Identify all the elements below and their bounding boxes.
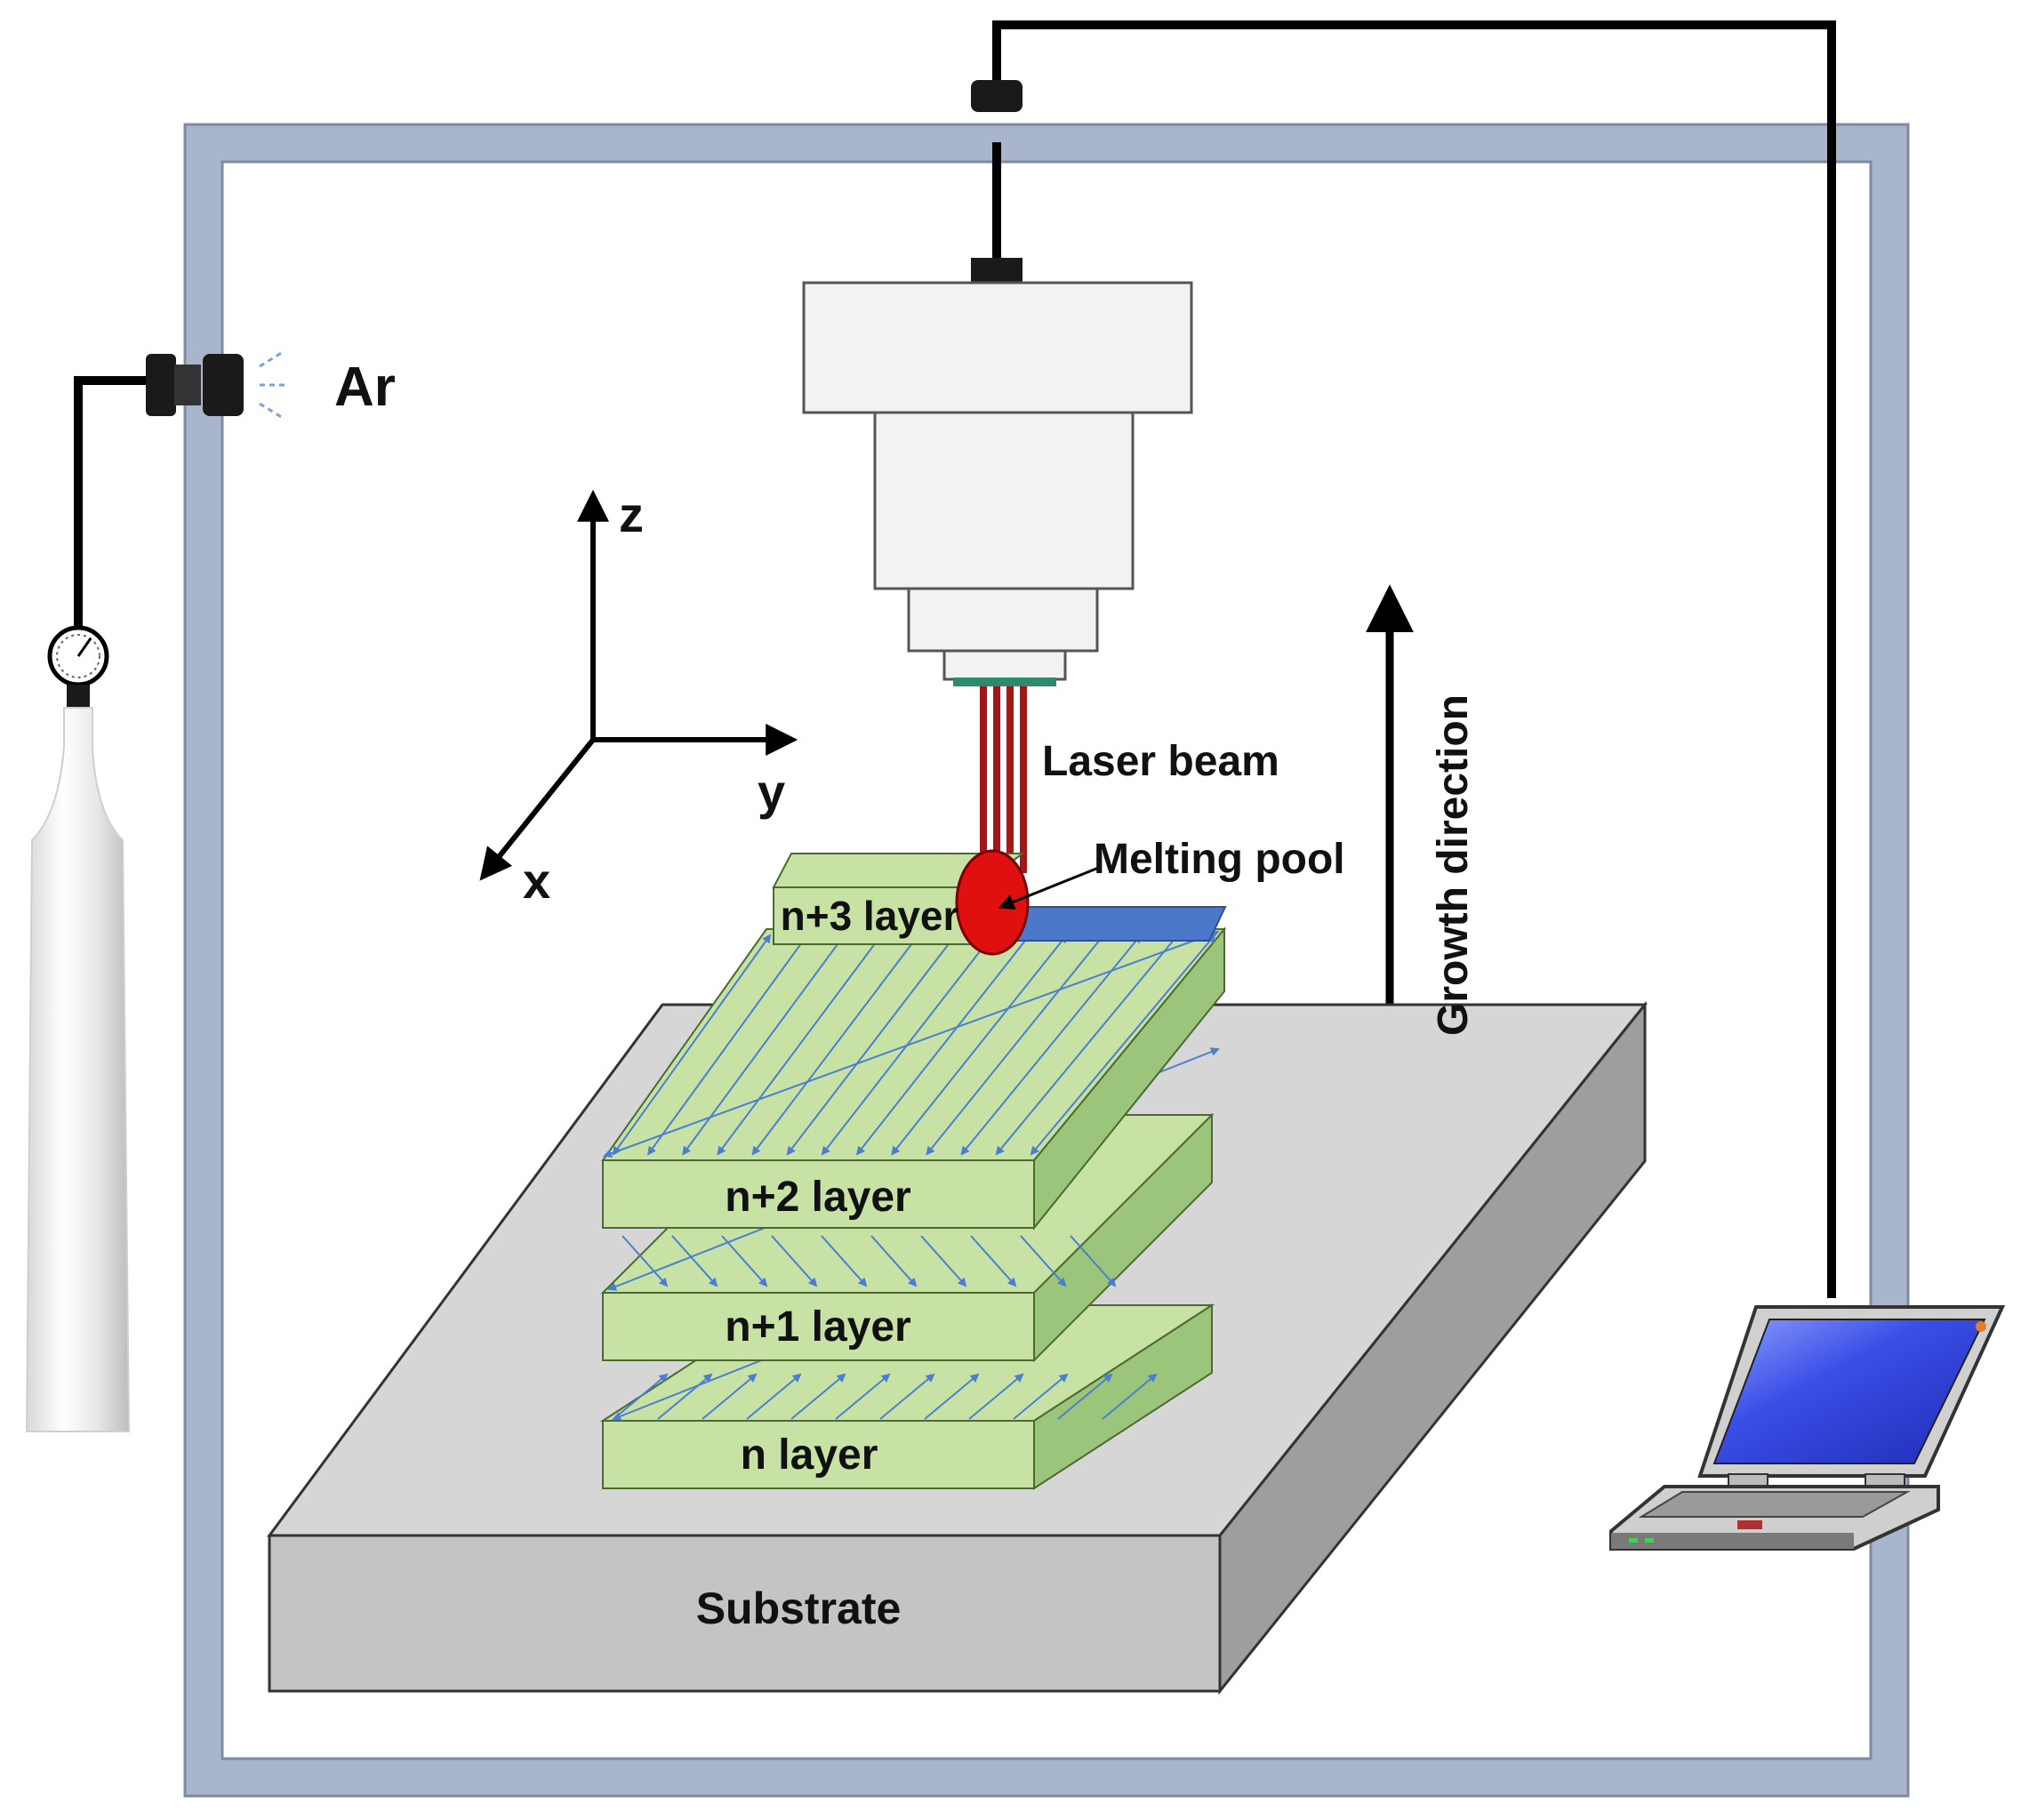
layer-n3-front: [773, 886, 979, 945]
gas-cylinder-icon: [25, 707, 131, 1432]
growth-direction-label: Growth direction: [1430, 694, 1477, 1036]
axis-y-label: y: [758, 764, 785, 820]
axis-z-label: z: [619, 486, 644, 542]
pressure-gauge-icon: [47, 625, 109, 708]
labels: Ar z y x Laser beam Melting pool Growth …: [334, 357, 1477, 1633]
substrate-label: Substrate: [696, 1583, 902, 1633]
laser-head-icon: [802, 281, 1193, 686]
layer-n2-front: [602, 1159, 1035, 1229]
layer-label-n: n layer: [741, 1431, 878, 1479]
layer-n1-front: [602, 1292, 1035, 1361]
layer-label-n2: n+2 layer: [725, 1174, 910, 1221]
layer-n-front: [602, 1420, 1035, 1489]
control-cable: [971, 20, 1836, 1298]
laser-beam-label: Laser beam: [1042, 738, 1279, 785]
argon-feed: [74, 350, 286, 656]
layer-label-n3: n+3 layer: [781, 893, 959, 939]
scan-arrow: [603, 930, 1220, 1158]
scanned-track: [1012, 906, 1227, 942]
gas-label: Ar: [334, 357, 396, 418]
gas-spray-icon: [259, 350, 286, 420]
melting-pool-label: Melting pool: [1094, 836, 1345, 883]
melting-pool: [955, 849, 1102, 956]
laptop-icon: [1609, 1305, 2006, 1551]
layer-label-n1: n+1 layer: [725, 1303, 910, 1351]
axis-x-label: x: [523, 853, 550, 909]
coordinate-axes: [479, 489, 798, 881]
laser-beam: [978, 686, 1031, 873]
